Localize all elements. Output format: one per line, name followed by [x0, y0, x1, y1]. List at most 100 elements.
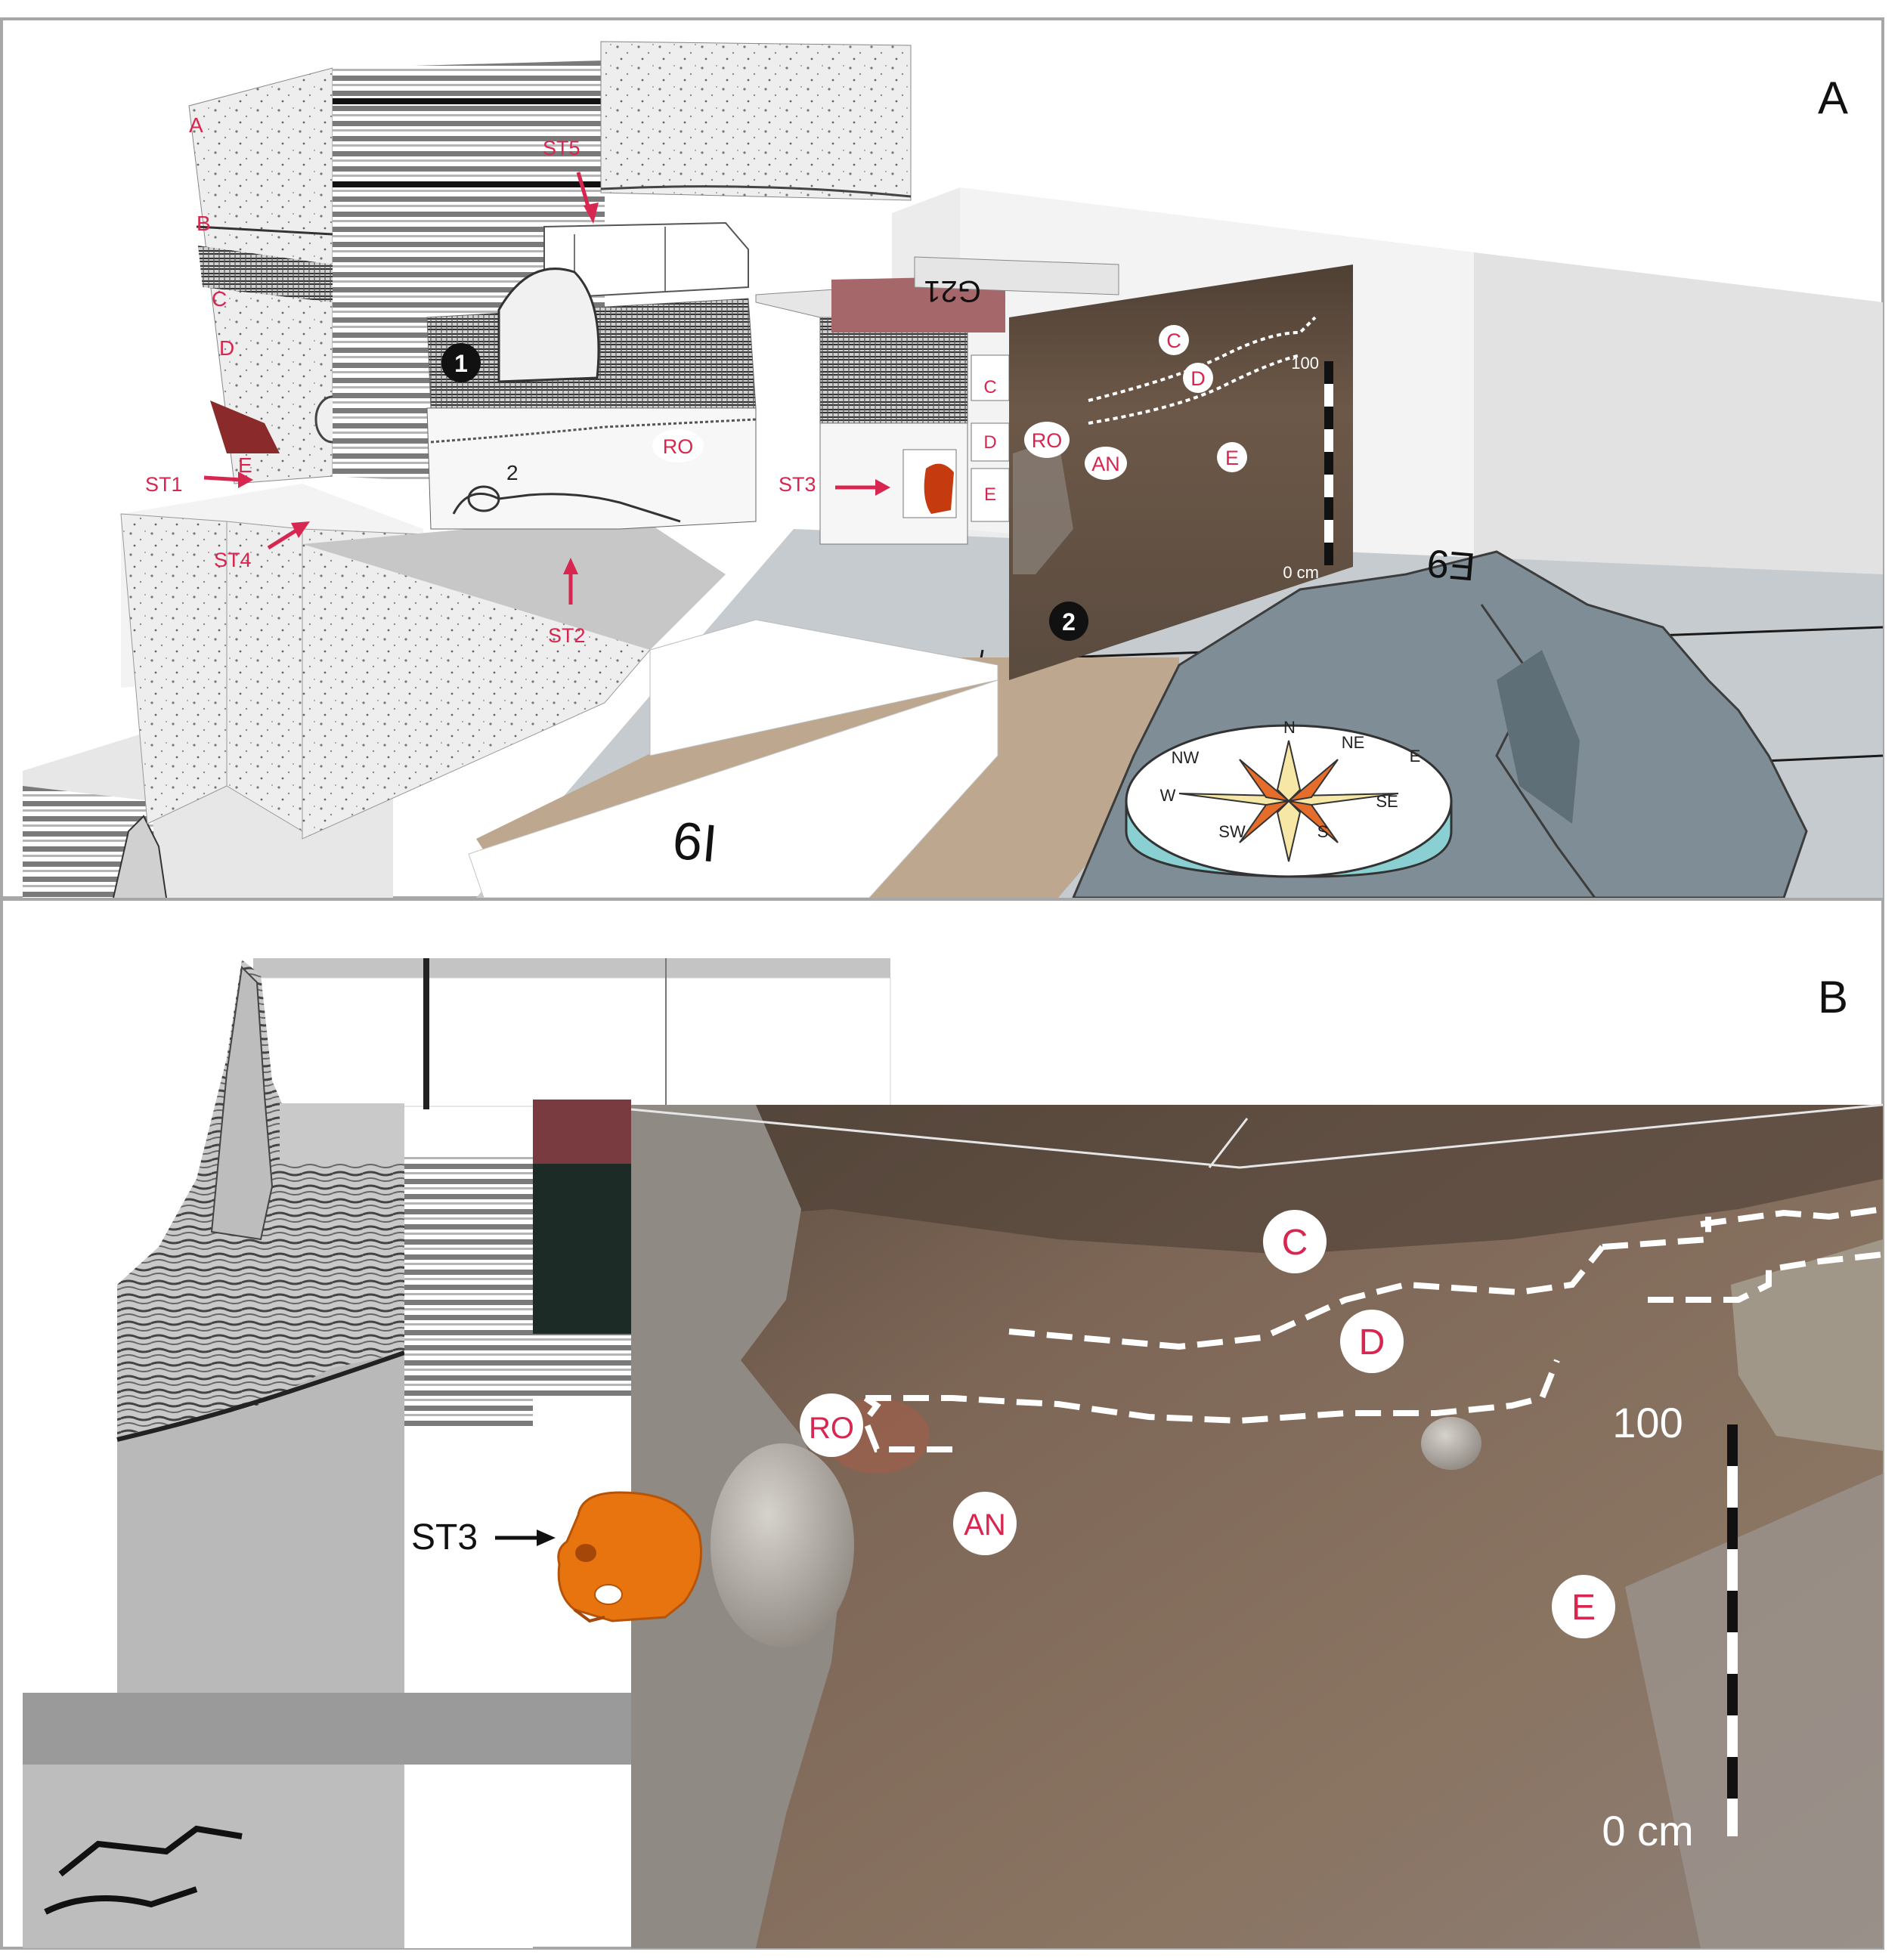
photo-b-label-an: AN — [964, 1508, 1006, 1542]
section-top-right-line — [600, 185, 912, 198]
section-mid-lower — [426, 407, 757, 530]
photo-b-label-e: E — [1571, 1588, 1596, 1628]
model-top-strip — [253, 958, 890, 978]
boundary-ro — [862, 1395, 952, 1452]
photo-a-label-d: D — [1190, 367, 1206, 390]
compass-rose — [1125, 724, 1453, 878]
model-striped-column — [404, 1156, 533, 1428]
front-ledge — [468, 679, 998, 899]
photo-a-label-e: E — [1225, 447, 1239, 469]
st3-label-b: ST3 — [411, 1517, 478, 1557]
bedrock-dark-patch — [1497, 650, 1580, 824]
section-marker-2-text: 2 — [1062, 608, 1076, 636]
compass-w: W — [1160, 786, 1176, 805]
ro-bubble-section: RO — [652, 429, 704, 462]
photo-a-scale-top: 100 — [1291, 354, 1319, 373]
section-top-right — [600, 41, 912, 201]
label-box-d — [971, 422, 1010, 462]
photo-a-label-ro: RO — [1032, 429, 1063, 452]
section-marker-2: 2 — [1049, 602, 1088, 641]
photo-b-bright-corner — [1625, 1474, 1883, 1948]
arrow-st2-head — [563, 558, 578, 574]
boundary-upper-right — [1700, 1206, 1884, 1227]
layer-b-label: B — [197, 212, 211, 235]
photo-boundary-cd — [1088, 316, 1317, 402]
st2-label: ST2 — [548, 624, 586, 647]
burial-floor — [302, 514, 726, 650]
white-ledge — [649, 619, 998, 756]
st5-label: ST5 — [543, 137, 580, 159]
layer-d-label: D — [219, 336, 234, 360]
arrow-st5-head — [584, 203, 599, 224]
st3-skull — [557, 1491, 702, 1623]
arrow-st3-head — [875, 479, 890, 496]
large-boulder — [497, 268, 600, 383]
stripe-dark-1 — [333, 98, 605, 104]
compass-e: E — [1410, 747, 1421, 766]
model-floor-strip — [23, 1693, 631, 1765]
panel-b-letter: B — [1818, 972, 1848, 1022]
model-floor-gap — [404, 1765, 533, 1948]
photo-scale-bar-a — [1324, 361, 1333, 565]
compass-n: N — [1283, 718, 1296, 737]
relief-boundary — [116, 1350, 405, 1442]
compass-nw-point — [1239, 759, 1292, 803]
square-g21-block — [831, 276, 1005, 333]
section-left-red-deposit — [210, 401, 280, 453]
section-right-hatch — [819, 317, 968, 424]
panel-a-letter: A — [1818, 73, 1848, 123]
compass-labels: N NE E SE S SW W NW — [1160, 718, 1421, 841]
section-left-layer-c — [198, 246, 333, 302]
model-red-block — [533, 1100, 631, 1164]
photo-section-a — [1009, 264, 1353, 680]
arrow-st4 — [267, 527, 300, 550]
model-top-line — [423, 958, 429, 1109]
mid-layer-d-label: D — [983, 432, 996, 453]
compass-nw: NW — [1172, 748, 1200, 767]
structure-labels: ST1 ST2 ST3 ST4 ST5 — [145, 137, 816, 647]
photo-b-label-ro: RO — [809, 1412, 854, 1445]
photo-b-small-stone — [1421, 1417, 1481, 1470]
square-i9-label: I9 — [670, 811, 720, 874]
compass-sw: SW — [1218, 822, 1246, 841]
st3-arrow-head — [537, 1530, 556, 1546]
mid-layer-c-label: C — [983, 377, 996, 397]
st1-label: ST1 — [145, 473, 183, 496]
left-ground-peak — [113, 815, 167, 899]
compass-se: SE — [1376, 792, 1398, 811]
photo-a-label-an: AN — [1091, 453, 1120, 475]
burial-2-label: 2 — [506, 461, 519, 484]
model-box-left — [280, 1103, 404, 1164]
photo-b-string — [630, 1103, 1884, 1169]
arrow-st1-head — [238, 472, 253, 488]
section-left-layer-labels: A B C D E — [189, 113, 252, 477]
panel-b: 100 0 cm ST3 C D RO AN E B — [0, 898, 1884, 1950]
photo-b-scale-bottom: 0 cm — [1602, 1807, 1693, 1854]
compass-se-point — [1286, 800, 1339, 843]
photo-labels-a: C D RO AN E — [1024, 325, 1247, 480]
compass-sw-point — [1239, 800, 1292, 843]
model-stripe-block — [533, 1334, 631, 1398]
photo-b-dark-top — [631, 1105, 1883, 1254]
burial-2-skull — [467, 485, 500, 512]
compass-s: S — [1317, 822, 1329, 841]
compass-ne-point — [1286, 759, 1339, 803]
photo-rock-a — [1013, 438, 1073, 574]
stripe-dark-2 — [333, 181, 605, 187]
photo-a-label-c: C — [1166, 329, 1181, 352]
photo-b-scale-top: 100 — [1612, 1399, 1683, 1446]
mid-layer-e-label: E — [984, 484, 996, 505]
photo-b-right-rock — [1731, 1239, 1883, 1451]
photo-a-scale-bottom: 0 cm — [1283, 563, 1319, 582]
st4-label: ST4 — [214, 549, 252, 571]
photo-b-boundaries — [862, 1206, 1884, 1452]
model-dark-block — [533, 1164, 631, 1334]
section-left-line — [196, 225, 333, 236]
section-right-layer-labels: C D E — [983, 377, 996, 505]
photo-b-boulder — [711, 1443, 854, 1647]
boundary-d-e — [865, 1359, 1560, 1424]
structure-arrows — [203, 172, 890, 605]
relief-peak — [210, 965, 274, 1241]
layer-c-label: C — [212, 287, 227, 311]
ro-label-section: RO — [663, 435, 694, 458]
